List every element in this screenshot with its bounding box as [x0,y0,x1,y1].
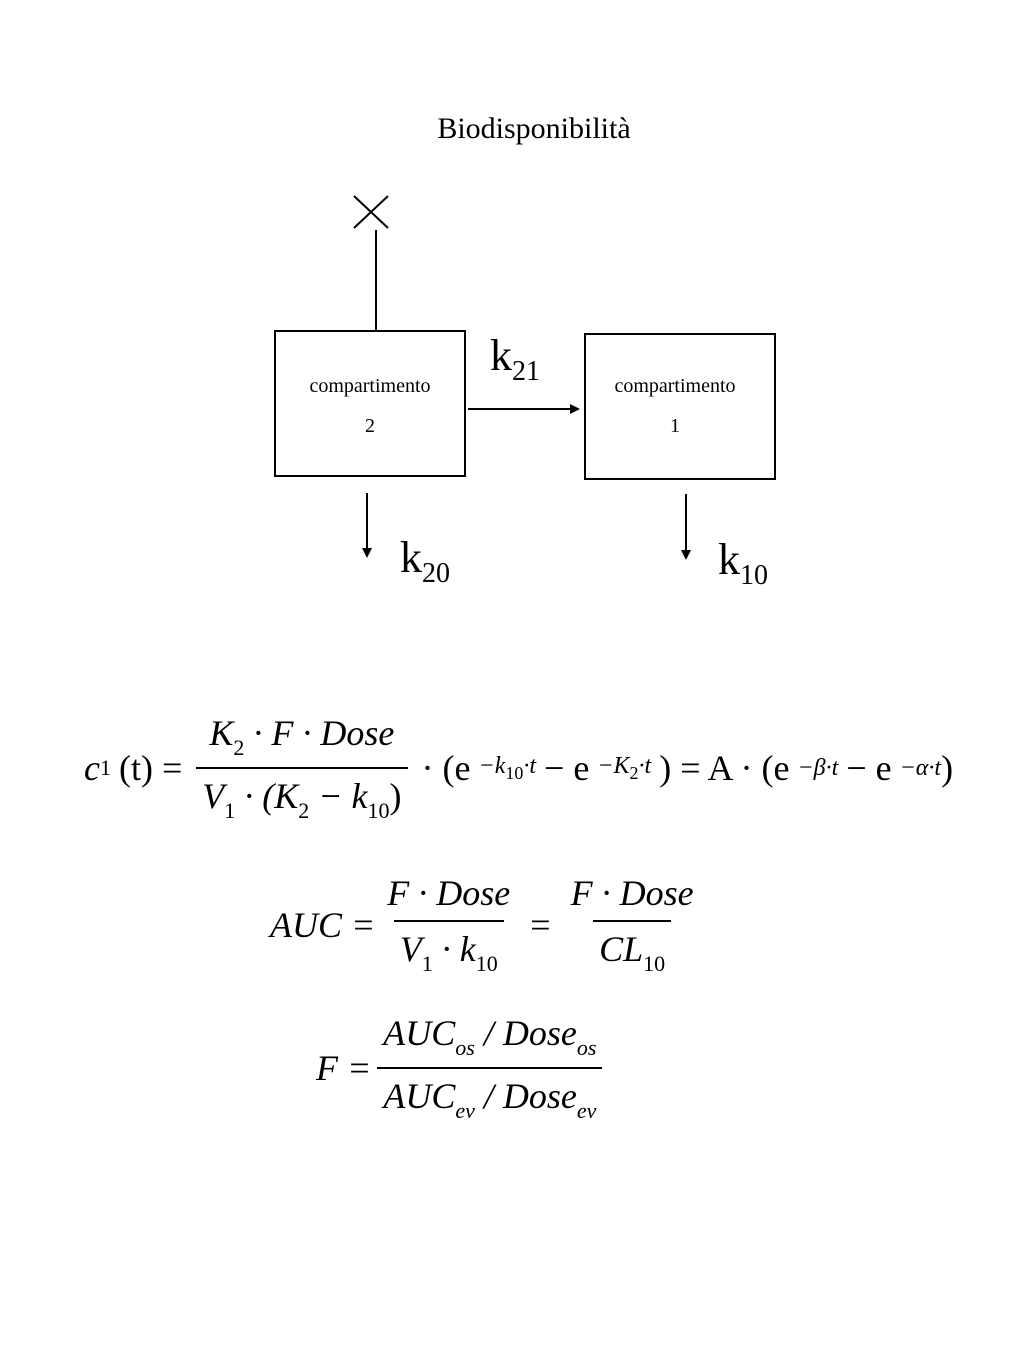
compartment-2-name: compartimento [309,375,431,397]
fraction-concentration: K2 · F · Dose V1 · (K2 − k10) [196,712,408,824]
fraction-bioavailability: AUCos / Doseos AUCev / Doseev [377,1012,603,1124]
compartment-1-number: 1 [670,415,680,437]
compartment-1-name: compartimento [614,375,736,397]
cross-icon [353,195,389,229]
k20-label: k20 [400,533,450,589]
equation-auc: AUC = F · Dose V1 · k10 = F · Dose CL10 [270,872,706,977]
compartment-1-label: compartimento 1 [580,366,770,446]
equation-bioavailability: F = AUCos / Doseos AUCev / Doseev [316,1012,608,1124]
compartment-2-box [274,330,466,477]
k21-label: k21 [490,331,540,387]
page-title: Biodisponibilità [437,112,631,145]
fraction-auc-2: F · Dose CL10 [570,873,694,976]
fraction-auc-1: F · Dose V1 · k10 [387,873,511,976]
k10-label: k10 [718,535,768,591]
compartment-2-number: 2 [365,415,375,437]
compartment-1-box [584,333,776,480]
compartment-diagram [274,195,776,560]
compartment-2-label: compartimento 2 [275,366,465,446]
